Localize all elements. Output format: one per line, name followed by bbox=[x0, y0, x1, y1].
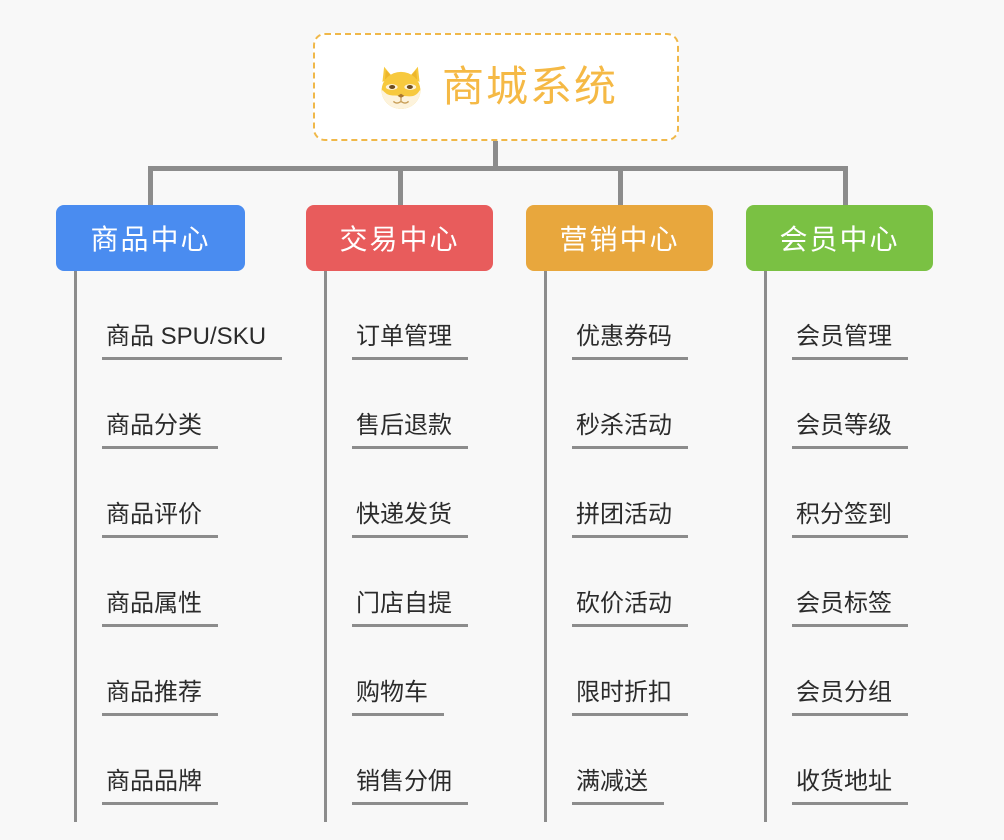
branch-header-4[interactable]: 会员中心 bbox=[746, 205, 933, 271]
leaf-label: 秒杀活动 bbox=[572, 412, 688, 449]
leaf-label: 会员等级 bbox=[792, 412, 908, 449]
connector-root-stem bbox=[493, 141, 498, 169]
list-item[interactable]: 商品品牌 bbox=[74, 716, 282, 805]
connector-drop-1 bbox=[148, 166, 153, 208]
leaf-label: 购物车 bbox=[352, 679, 444, 716]
leaf-label: 优惠券码 bbox=[572, 323, 688, 360]
leaf-label: 订单管理 bbox=[352, 323, 468, 360]
connector-drop-3 bbox=[618, 166, 623, 208]
branch-header-label: 营销中心 bbox=[559, 224, 680, 255]
list-item[interactable]: 商品属性 bbox=[74, 538, 282, 627]
list-item[interactable]: 售后退款 bbox=[324, 360, 493, 449]
leaf-label: 售后退款 bbox=[352, 412, 468, 449]
branch-trunk-line bbox=[74, 271, 77, 822]
branch-header-label: 会员中心 bbox=[779, 224, 900, 255]
leaf-label: 门店自提 bbox=[352, 590, 468, 627]
branch-items-3: 优惠券码 秒杀活动 拼团活动 砍价活动 限时折扣 满减送 bbox=[544, 271, 713, 822]
leaf-label: 商品 SPU/SKU bbox=[102, 323, 283, 360]
leaf-label: 商品分类 bbox=[102, 412, 218, 449]
leaf-label: 会员标签 bbox=[792, 590, 908, 627]
leaf-label: 收货地址 bbox=[792, 768, 908, 805]
list-item[interactable]: 秒杀活动 bbox=[544, 360, 713, 449]
branch-header-label: 商品中心 bbox=[90, 224, 211, 255]
branch-items-1: 商品 SPU/SKU 商品分类 商品评价 商品属性 商品推荐 商品品牌 bbox=[74, 271, 283, 822]
leaf-label: 快递发货 bbox=[352, 501, 468, 538]
list-item[interactable]: 商品分类 bbox=[74, 360, 282, 449]
branch-header-1[interactable]: 商品中心 bbox=[56, 205, 245, 271]
list-item[interactable]: 积分签到 bbox=[764, 449, 933, 538]
leaf-label: 商品评价 bbox=[102, 501, 218, 538]
leaf-label: 拼团活动 bbox=[572, 501, 688, 538]
root-title: 商城系统 bbox=[441, 63, 618, 110]
list-item[interactable]: 购物车 bbox=[324, 627, 493, 716]
leaf-label: 销售分佣 bbox=[352, 768, 468, 805]
list-item[interactable]: 销售分佣 bbox=[324, 716, 493, 805]
list-item[interactable]: 会员管理 bbox=[764, 271, 933, 360]
leaf-label: 商品属性 bbox=[102, 590, 218, 627]
branch-items-2: 订单管理 售后退款 快递发货 门店自提 购物车 销售分佣 bbox=[324, 271, 493, 822]
list-item[interactable]: 满减送 bbox=[544, 716, 713, 805]
leaf-label: 商品品牌 bbox=[102, 768, 218, 805]
connector-drop-4 bbox=[843, 166, 848, 208]
list-item[interactable]: 会员等级 bbox=[764, 360, 933, 449]
list-item[interactable]: 商品评价 bbox=[74, 449, 282, 538]
branch-trunk-line bbox=[764, 271, 767, 822]
list-item[interactable]: 限时折扣 bbox=[544, 627, 713, 716]
leaf-label: 限时折扣 bbox=[572, 679, 688, 716]
list-item[interactable]: 拼团活动 bbox=[544, 449, 713, 538]
list-item[interactable]: 砍价活动 bbox=[544, 538, 713, 627]
leaf-label: 砍价活动 bbox=[572, 590, 688, 627]
list-item[interactable]: 会员标签 bbox=[764, 538, 933, 627]
list-item[interactable]: 收货地址 bbox=[764, 716, 933, 805]
list-item[interactable]: 商品推荐 bbox=[74, 627, 282, 716]
branch-header-label: 交易中心 bbox=[339, 224, 460, 255]
branch-column-4: 会员中心 会员管理 会员等级 积分签到 会员标签 会员分组 收货地址 bbox=[746, 205, 933, 822]
leaf-label: 满减送 bbox=[572, 768, 664, 805]
connector-horizontal-bus bbox=[148, 166, 848, 171]
leaf-label: 积分签到 bbox=[792, 501, 908, 538]
list-item[interactable]: 会员分组 bbox=[764, 627, 933, 716]
list-item[interactable]: 门店自提 bbox=[324, 538, 493, 627]
branch-header-3[interactable]: 营销中心 bbox=[526, 205, 713, 271]
leaf-label: 会员分组 bbox=[792, 679, 908, 716]
list-item[interactable]: 商品 SPU/SKU bbox=[74, 271, 283, 360]
leaf-label: 会员管理 bbox=[792, 323, 908, 360]
list-item[interactable]: 快递发货 bbox=[324, 449, 493, 538]
branch-column-2: 交易中心 订单管理 售后退款 快递发货 门店自提 购物车 销售分佣 bbox=[306, 205, 493, 822]
branch-items-4: 会员管理 会员等级 积分签到 会员标签 会员分组 收货地址 bbox=[764, 271, 933, 822]
shiba-dog-face-icon bbox=[374, 60, 428, 114]
list-item[interactable]: 订单管理 bbox=[324, 271, 493, 360]
branch-trunk-line bbox=[324, 271, 327, 822]
connector-drop-2 bbox=[398, 166, 403, 208]
leaf-label: 商品推荐 bbox=[102, 679, 218, 716]
root-node[interactable]: 商城系统 bbox=[313, 33, 679, 141]
branch-trunk-line bbox=[544, 271, 547, 822]
branch-column-1: 商品中心 商品 SPU/SKU 商品分类 商品评价 商品属性 商品推荐 商品品牌 bbox=[56, 205, 283, 822]
branch-header-2[interactable]: 交易中心 bbox=[306, 205, 493, 271]
list-item[interactable]: 优惠券码 bbox=[544, 271, 713, 360]
branch-column-3: 营销中心 优惠券码 秒杀活动 拼团活动 砍价活动 限时折扣 满减送 bbox=[526, 205, 713, 822]
